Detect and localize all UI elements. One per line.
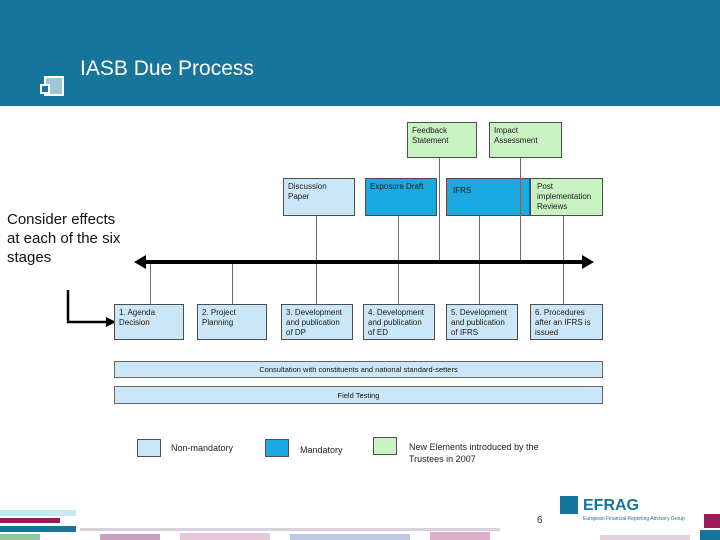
connector-stage-5	[479, 262, 480, 304]
legend-non-mandatory-swatch	[137, 439, 161, 457]
connector-stage-2	[232, 262, 233, 304]
legend-new-elements-swatch	[373, 437, 397, 455]
connector-impact	[520, 158, 521, 262]
consultation-band: Consultation with constituents and natio…	[114, 361, 603, 378]
connector-ifrs	[479, 216, 480, 262]
header-square-small	[40, 84, 50, 94]
page-number: 6	[537, 515, 543, 526]
post-implementation-box: Post implementation Reviews	[530, 178, 603, 216]
header-bar	[0, 0, 720, 106]
footer-color-strip	[0, 510, 720, 540]
connector-stage-6	[563, 262, 564, 304]
discussion-paper-box: Discussion Paper	[283, 178, 355, 216]
stage-4-box: 4. Development and publication of ED	[363, 304, 435, 340]
connector-stage-3	[316, 262, 317, 304]
legend-mandatory-swatch	[265, 439, 289, 457]
feedback-statement-box: Feedback Statement	[407, 122, 477, 158]
connector-stage-4	[398, 262, 399, 304]
connector-post	[563, 216, 564, 262]
legend-non-mandatory-label: Non-mandatory	[171, 443, 234, 453]
stage-5-box: 5. Development and publication of IFRS	[446, 304, 518, 340]
connector-stage-1	[150, 262, 151, 304]
legend-new-elements-label: New Elements introduced by the Trustees …	[409, 442, 539, 464]
efrag-logo: EFRAG European Financial Reporting Advis…	[560, 494, 710, 527]
stage-2-box: 2. Project Planning	[197, 304, 267, 340]
efrag-logo-tagline: European Financial Reporting Advisory Gr…	[583, 516, 685, 522]
impact-assessment-box: Impact Assessment	[489, 122, 562, 158]
page-title: IASB Due Process	[80, 57, 254, 80]
legend-mandatory-label: Mandatory	[300, 445, 343, 455]
stage-6-box: 6. Procedures after an IFRS is issued	[530, 304, 603, 340]
stage-3-box: 3. Development and publication of DP	[281, 304, 353, 340]
connector-discussion	[316, 216, 317, 262]
connector-feedback	[439, 158, 440, 262]
ifrs-box: IFRS	[446, 178, 530, 216]
field-testing-band: Field Testing	[114, 386, 603, 404]
efrag-logo-name: EFRAG	[583, 497, 639, 514]
connector-exposure	[398, 216, 399, 262]
exposure-draft-box: Exposure Draft	[365, 178, 437, 216]
stage-1-box: 1. Agenda Decision	[114, 304, 184, 340]
consider-effects-note: Consider effects at each of the six stag…	[7, 211, 121, 266]
